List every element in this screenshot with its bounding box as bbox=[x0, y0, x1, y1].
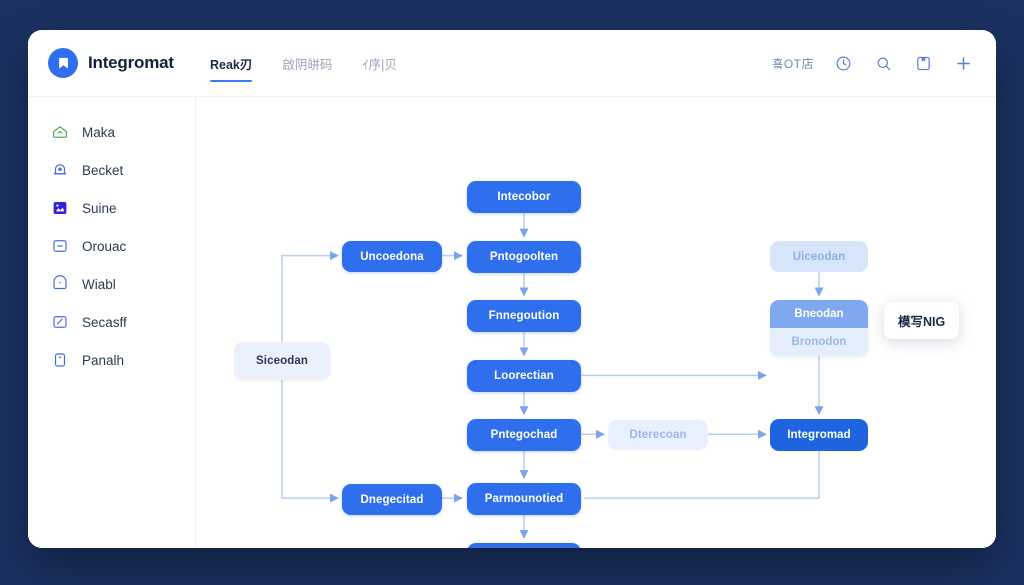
flow-node-entegonited[interactable]: Entegonited bbox=[467, 543, 581, 548]
tooltip: 模写NIG bbox=[884, 302, 960, 339]
flow-card-bneodan[interactable]: Bneodan Bronodon bbox=[770, 300, 868, 356]
app-window: Integromat Reak刃 啟阴皏码 ｲ序|贝 훀ОТ店 bbox=[28, 30, 996, 548]
header-status-text: 훀ОТ店 bbox=[772, 56, 814, 71]
flow-card-body: Bronodon bbox=[770, 328, 868, 356]
sidebar-item-label: Suine bbox=[82, 200, 117, 216]
sidebar-item-becket[interactable]: Becket bbox=[28, 151, 195, 189]
flow-node-intecobor[interactable]: Intecobor bbox=[467, 181, 581, 213]
sidebar-item-panalh[interactable]: Panalh bbox=[28, 341, 195, 379]
brand[interactable]: Integromat bbox=[28, 48, 196, 78]
app-header: Integromat Reak刃 啟阴皏码 ｲ序|贝 훀ОТ店 bbox=[28, 30, 996, 97]
sidebar-item-label: Orouac bbox=[82, 238, 127, 254]
clock-icon bbox=[50, 275, 69, 294]
flow-node-uncoedona[interactable]: Uncoedona bbox=[342, 241, 442, 272]
plus-icon[interactable] bbox=[952, 52, 974, 74]
sidebar-item-label: Panalh bbox=[82, 352, 125, 368]
flow-node-dterecoan[interactable]: Dterecoan bbox=[608, 420, 708, 450]
sidebar-item-label: Becket bbox=[82, 162, 124, 178]
clock-icon[interactable] bbox=[832, 52, 854, 74]
sidebar-item-label: Maka bbox=[82, 124, 116, 140]
sidebar: Maka Becket bbox=[28, 97, 196, 548]
flow-node-parmounotied[interactable]: Parmounotied bbox=[467, 483, 581, 515]
brand-name: Integromat bbox=[88, 53, 174, 72]
tab-0[interactable]: Reak刃 bbox=[210, 30, 253, 96]
edit-box-icon bbox=[50, 313, 69, 332]
sidebar-item-wiabl[interactable]: Wiabl bbox=[28, 265, 195, 303]
sidebar-item-maka[interactable]: Maka bbox=[28, 113, 195, 151]
sidebar-item-label: Wiabl bbox=[82, 276, 116, 292]
flow-node-siceodan[interactable]: Siceodan bbox=[234, 342, 330, 380]
header-actions: 훀ОТ店 bbox=[772, 52, 996, 74]
sidebar-item-orouac[interactable]: Orouac bbox=[28, 227, 195, 265]
flow-node-pntogoolten[interactable]: Pntogoolten bbox=[467, 241, 581, 273]
minus-box-icon bbox=[50, 237, 69, 256]
app-body: Maka Becket bbox=[28, 97, 996, 548]
sidebar-item-secasff[interactable]: Secasff bbox=[28, 303, 195, 341]
sidebar-item-suine[interactable]: Suine bbox=[28, 189, 195, 227]
flow-node-fnnegoution[interactable]: Fnnegoution bbox=[467, 300, 581, 332]
flowchart-canvas[interactable]: Intecobor Uncoedona Pntogoolten Uiceodan… bbox=[196, 97, 996, 548]
bookmark-icon[interactable] bbox=[912, 52, 934, 74]
bookmark-logo-icon bbox=[48, 48, 78, 78]
home-icon bbox=[50, 123, 69, 142]
bell-icon bbox=[50, 161, 69, 180]
flow-node-uiceodan[interactable]: Uiceodan bbox=[770, 241, 868, 272]
tab-2[interactable]: ｲ序|贝 bbox=[362, 57, 397, 72]
flow-connectors bbox=[281, 212, 824, 539]
door-icon bbox=[50, 351, 69, 370]
flow-node-pntegochad[interactable]: Pntegochad bbox=[467, 419, 581, 451]
header-tabs: Reak刃 啟阴皏码 ｲ序|贝 bbox=[196, 30, 397, 96]
tab-1[interactable]: 啟阴皏码 bbox=[282, 57, 333, 72]
image-icon bbox=[50, 199, 69, 218]
sidebar-item-label: Secasff bbox=[82, 314, 127, 330]
flow-node-loorectian[interactable]: Loorectian bbox=[467, 360, 581, 392]
flow-node-integromad[interactable]: Integromad bbox=[770, 419, 868, 451]
search-icon[interactable] bbox=[872, 52, 894, 74]
flow-card-header: Bneodan bbox=[770, 300, 868, 328]
flow-node-dnegecitad[interactable]: Dnegecitad bbox=[342, 484, 442, 515]
